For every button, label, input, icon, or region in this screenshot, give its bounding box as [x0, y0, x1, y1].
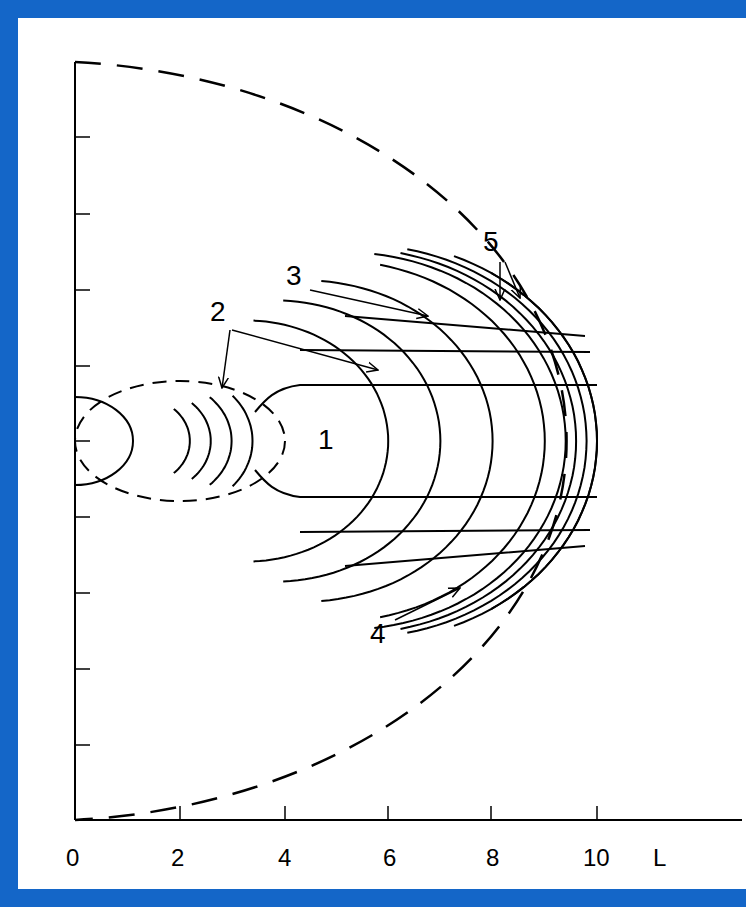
- field-line: [174, 409, 190, 473]
- plasmasphere: [75, 381, 285, 501]
- callout-number: 4: [368, 620, 388, 648]
- leader-arrow: [310, 290, 428, 316]
- axis-label: 6: [381, 846, 398, 870]
- axis-label: 0: [64, 846, 81, 870]
- field-line: [380, 265, 545, 617]
- diagram-ground: 5 3 2 1 4 0 2 4 6 8 10 L: [18, 18, 746, 889]
- field-lines: [174, 249, 597, 633]
- leader-arrows: [222, 262, 520, 620]
- field-line: [192, 403, 211, 479]
- leader-arrow: [505, 262, 520, 298]
- axis-label: 10: [581, 846, 612, 870]
- field-line: [321, 281, 492, 601]
- drift-shell: [300, 316, 590, 566]
- leader-arrow: [395, 588, 460, 620]
- field-line: [210, 397, 232, 485]
- axis-label: 2: [169, 846, 186, 870]
- earth: [75, 397, 133, 485]
- field-line: [233, 396, 253, 486]
- field-line: [254, 321, 389, 562]
- magnetopause: [75, 62, 567, 820]
- magnetosphere-illustration: [18, 18, 746, 889]
- axis-ticks: [75, 137, 597, 820]
- axis-label: 4: [276, 846, 293, 870]
- axis-label: L: [651, 846, 668, 870]
- drift-shell: [255, 385, 597, 497]
- callout-number: 5: [481, 228, 501, 256]
- callout-number: 3: [284, 262, 304, 290]
- field-line: [491, 273, 597, 609]
- field-line: [401, 253, 577, 629]
- axis-label: 8: [484, 846, 501, 870]
- x-axis: [75, 819, 742, 821]
- field-line: [283, 301, 440, 582]
- leader-arrow: [499, 262, 501, 300]
- leader-arrow: [222, 330, 230, 388]
- field-line: [407, 249, 586, 633]
- leader-arrow: [232, 330, 378, 370]
- callout-number: 2: [208, 298, 228, 326]
- callout-number: 1: [316, 426, 336, 454]
